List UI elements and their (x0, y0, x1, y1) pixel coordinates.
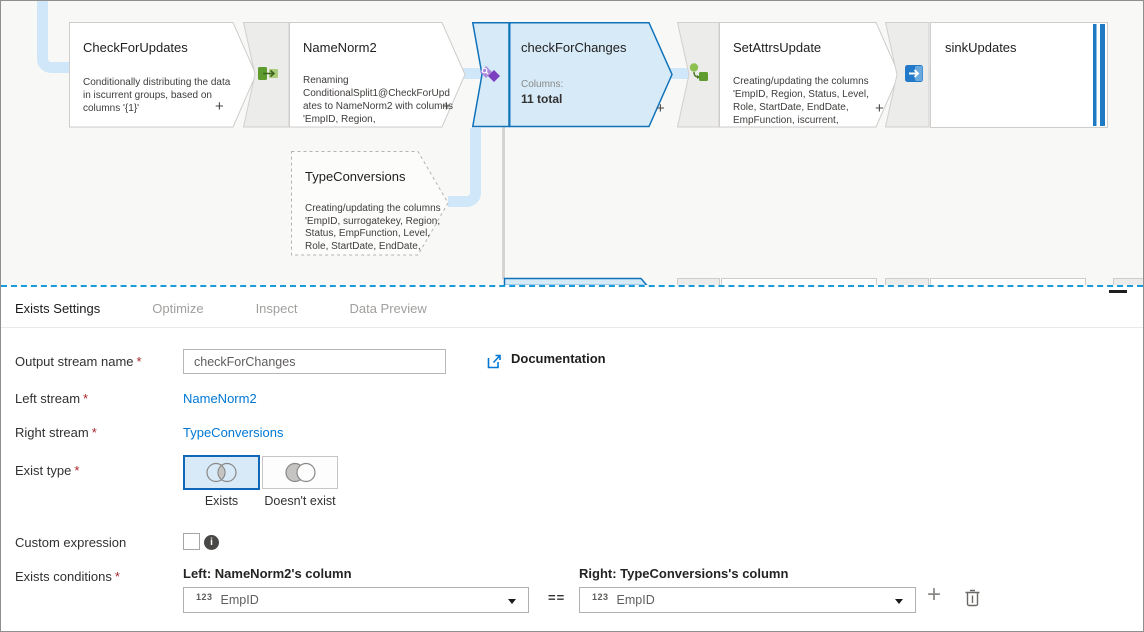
chevron-down-icon (508, 599, 516, 604)
external-link-icon (487, 354, 501, 369)
delete-condition-icon[interactable] (964, 588, 981, 607)
add-transform-button[interactable]: + (442, 98, 451, 115)
exist-type-label: Exist type* (15, 463, 80, 478)
node-checkforupdates-description: Conditionally distributing the data in i… (83, 77, 231, 114)
required-marker: * (91, 425, 97, 440)
right-column-dropdown[interactable]: 123 EmpID (579, 587, 916, 613)
left-column-dropdown[interactable]: 123 EmpID (183, 587, 529, 613)
left-stream-label: Left stream* (15, 391, 89, 406)
node-typeconversions-title: TypeConversions (305, 169, 406, 184)
exist-type-doesnt-exist-button[interactable] (262, 456, 338, 489)
collapse-panel-handle[interactable] (1109, 290, 1127, 293)
tab-exists-settings[interactable]: Exists Settings (15, 301, 101, 316)
node-namenorm2-description: Renaming ConditionalSplit1@CheckForUpdat… (303, 75, 454, 125)
partial-nodes-bottom-row (503, 277, 1143, 285)
right-column-header: Right: TypeConversions's column (579, 566, 789, 581)
number-type-icon: 123 (196, 592, 213, 602)
node-namenorm2-shape[interactable] (289, 22, 466, 128)
right-stream-label: Right stream* (15, 425, 97, 440)
add-transform-button[interactable]: + (875, 100, 884, 117)
venn-exists-icon (206, 462, 237, 483)
custom-expression-checkbox[interactable] (183, 533, 200, 550)
left-column-value: EmpID (220, 593, 259, 607)
derived-column-icon (689, 63, 708, 81)
tab-inspect[interactable]: Inspect (255, 301, 298, 316)
chevron-down-icon (895, 599, 903, 604)
node-sinkupdates-title: sinkUpdates (945, 40, 1017, 55)
settings-panel: Exists Settings Optimize Inspect Data Pr… (1, 285, 1143, 631)
required-marker: * (83, 391, 89, 406)
left-stream-value-link[interactable]: NameNorm2 (183, 391, 257, 406)
exists-conditions-label: Exists conditions* (15, 569, 120, 584)
connector-incoming (37, 1, 71, 73)
node-typeconversions-description: Creating/updating the columns 'EmpID, su… (305, 203, 441, 252)
required-marker: * (74, 463, 80, 478)
node-checkforchanges-title: checkForChanges (521, 40, 627, 55)
node-sinkupdates-shape[interactable] (930, 22, 1108, 128)
node-namenorm2-title: NameNorm2 (303, 40, 377, 55)
exist-type-doesnt-exist-caption: Doesn't exist (264, 494, 336, 508)
documentation-link[interactable]: Documentation (511, 351, 606, 366)
right-column-value: EmpID (616, 593, 655, 607)
add-transform-button[interactable]: + (215, 98, 224, 115)
output-stream-input[interactable] (183, 349, 446, 374)
required-marker: * (136, 354, 142, 369)
equality-operator: == (548, 590, 566, 605)
node-setattrsupdate-iconbox[interactable] (676, 22, 720, 128)
dataflow-canvas[interactable]: CheckForUpdates Conditionally distributi… (1, 1, 1143, 285)
select-transform-icon (258, 67, 278, 80)
sink-icon (905, 65, 923, 82)
add-transform-button[interactable]: + (656, 100, 665, 117)
exists-transform-icon (480, 66, 500, 82)
node-checkforchanges-shape[interactable] (509, 22, 674, 128)
node-setattrsupdate-shape[interactable] (719, 22, 900, 128)
add-condition-button[interactable]: + (927, 581, 942, 608)
exist-type-exists-button[interactable] (183, 455, 260, 490)
info-icon[interactable]: i (204, 535, 219, 550)
required-marker: * (114, 569, 120, 584)
node-checkforupdates-shape[interactable] (69, 22, 257, 128)
node-setattrsupdate-description: Creating/updating the columns 'EmpID, Re… (733, 76, 869, 126)
node-setattrsupdate-title: SetAttrsUpdate (733, 40, 822, 55)
panel-tabs: Exists Settings Optimize Inspect Data Pr… (1, 299, 1143, 328)
exist-type-exists-caption: Exists (204, 494, 239, 508)
node-checkforchanges-columns-value: 11 total (521, 92, 563, 106)
output-stream-label: Output stream name* (15, 354, 142, 369)
node-checkforupdates-title: CheckForUpdates (83, 40, 188, 55)
connector-checkforchanges-down (502, 127, 505, 279)
tab-data-preview[interactable]: Data Preview (349, 301, 427, 316)
right-stream-value-link[interactable]: TypeConversions (183, 425, 284, 440)
tab-optimize[interactable]: Optimize (152, 301, 204, 316)
number-type-icon: 123 (592, 592, 609, 602)
venn-doesnt-exist-icon (284, 462, 316, 483)
node-typeconversions-shape[interactable] (291, 151, 449, 256)
left-column-header: Left: NameNorm2's column (183, 566, 352, 581)
node-checkforchanges-columns-label: Columns: (521, 79, 564, 90)
custom-expression-label: Custom expression (15, 535, 127, 550)
connector-typeconversions-checkforchanges (448, 128, 481, 207)
